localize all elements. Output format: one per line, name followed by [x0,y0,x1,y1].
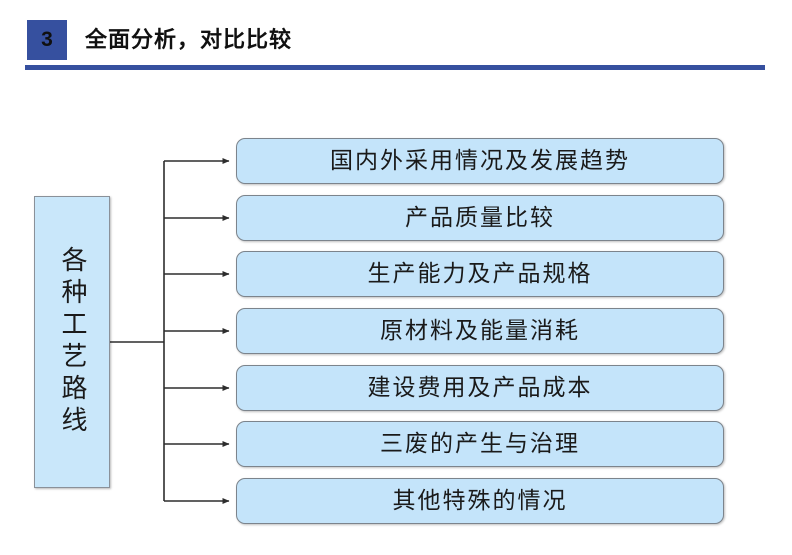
branch-label-2: 产品质量比较 [405,204,555,231]
step-number-badge: 3 [27,20,67,60]
branch-node-1[interactable]: 国内外采用情况及发展趋势 [236,138,724,184]
branch-label-7: 其他特殊的情况 [392,487,568,514]
connector-lines [110,158,230,504]
branch-node-4[interactable]: 原材料及能量消耗 [236,308,724,354]
branch-label-4: 原材料及能量消耗 [380,317,580,344]
branch-node-5[interactable]: 建设费用及产品成本 [236,365,724,411]
process-comparison-diagram: 各种工艺路线 国内外采用情况及发展趋势 产品质量比较 生产能力及产品规格 原材料… [0,72,792,555]
slide-header: 3 全面分析，对比比较 [0,0,792,72]
branch-node-7[interactable]: 其他特殊的情况 [236,478,724,524]
branch-node-3[interactable]: 生产能力及产品规格 [236,251,724,297]
root-node-process-routes[interactable]: 各种工艺路线 [34,196,110,488]
branch-node-6[interactable]: 三废的产生与治理 [236,421,724,467]
branch-label-3: 生产能力及产品规格 [367,260,593,287]
branch-label-5: 建设费用及产品成本 [367,374,593,401]
header-divider [25,65,765,70]
branch-label-6: 三废的产生与治理 [380,430,580,457]
branch-node-2[interactable]: 产品质量比较 [236,195,724,241]
branch-label-1: 国内外采用情况及发展趋势 [330,147,630,174]
root-node-label: 各种工艺路线 [57,246,87,438]
page-title: 全面分析，对比比较 [85,27,293,52]
